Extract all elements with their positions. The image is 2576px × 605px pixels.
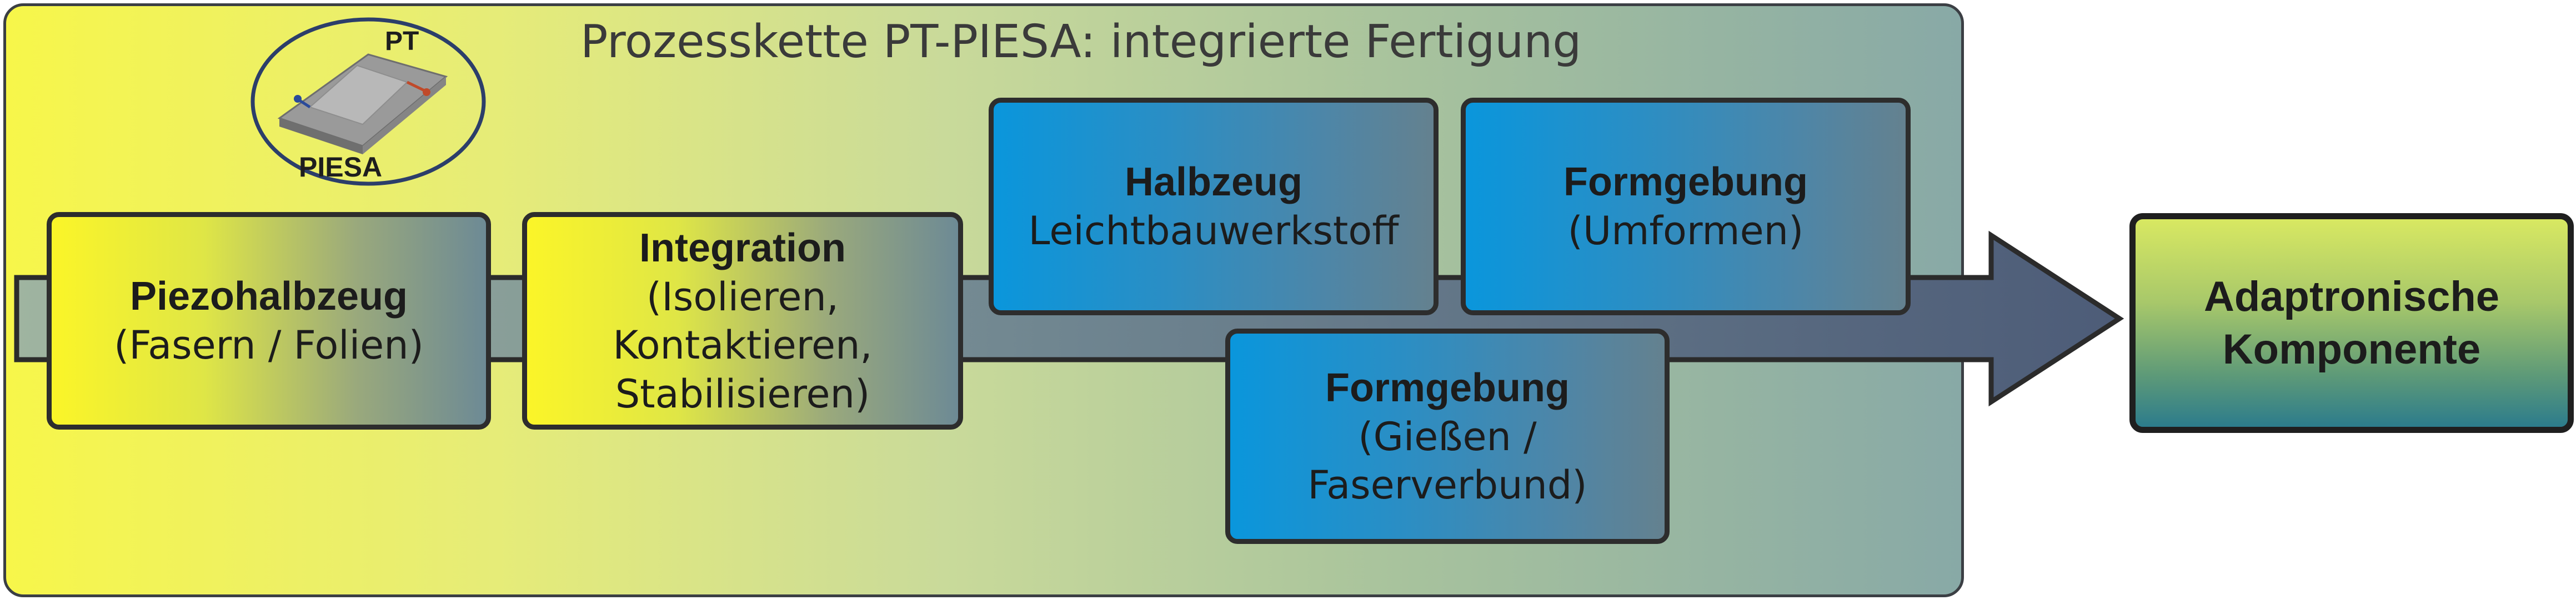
- step-detail: Faserverbund): [1307, 462, 1587, 508]
- result-line-1: Adaptronische: [2203, 273, 2500, 320]
- result-line-2: Komponente: [2222, 326, 2481, 373]
- step-detail: Leichtbauwerkstoff: [1028, 208, 1399, 254]
- step-title: Formgebung: [1563, 160, 1808, 205]
- logo-text-pt: PT: [385, 27, 419, 56]
- step-detail: (Umformen): [1567, 208, 1804, 254]
- step-detail: Kontaktieren,: [613, 322, 873, 369]
- step-formgebung-umformen: Formgebung (Umformen): [1461, 98, 1911, 315]
- step-piezohalbzeug: Piezohalbzeug (Fasern / Folien): [47, 212, 491, 430]
- result-adaptronische-komponente: Adaptronische Komponente: [2129, 213, 2574, 433]
- step-title: Formgebung: [1325, 365, 1570, 410]
- step-detail: Stabilisieren): [615, 371, 870, 417]
- step-title: Piezohalbzeug: [129, 274, 408, 319]
- step-detail: (Isolieren,: [646, 274, 839, 320]
- panel-title: Prozesskette PT-PIESA: integrierte Ferti…: [580, 16, 1582, 68]
- step-title: Halbzeug: [1124, 160, 1303, 205]
- logo-text-piesa: PIESA: [299, 152, 382, 183]
- step-detail: (Gießen /: [1358, 414, 1537, 460]
- step-integration: Integration (Isolieren, Kontaktieren, St…: [522, 212, 963, 430]
- step-formgebung-giessen: Formgebung (Gießen / Faserverbund): [1225, 329, 1670, 544]
- pt-piesa-logo: PT PIESA: [250, 17, 486, 186]
- step-detail: (Fasern / Folien): [114, 322, 424, 369]
- step-halbzeug: Halbzeug Leichtbauwerkstoff: [989, 98, 1439, 315]
- step-title: Integration: [639, 225, 846, 270]
